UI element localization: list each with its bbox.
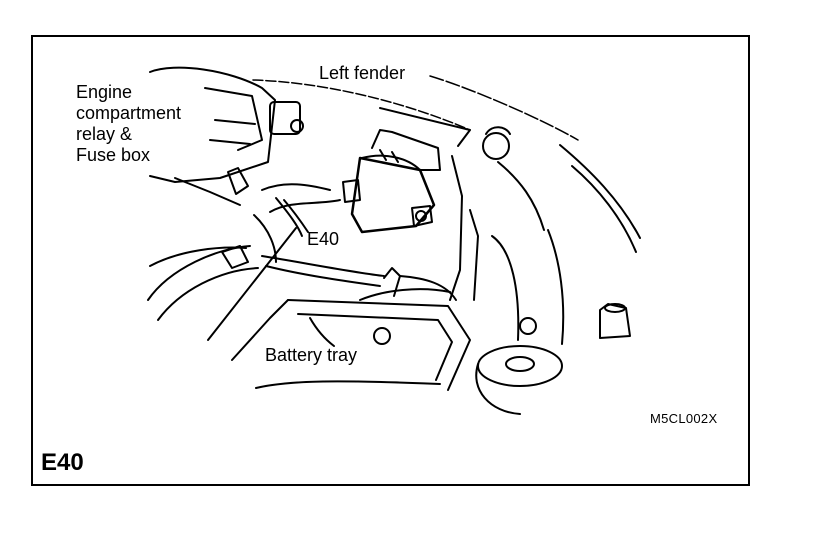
battery-cable-drawing xyxy=(261,255,457,301)
label-battery-tray: Battery tray xyxy=(265,345,358,365)
fender-edge-drawing xyxy=(252,75,579,147)
label-e40-connector: E40 xyxy=(307,229,340,249)
left-structure-drawing xyxy=(147,245,259,321)
right-structure-drawing xyxy=(449,126,641,345)
leader-fuse-box xyxy=(207,227,297,341)
wiring-harness-drawing xyxy=(253,183,341,263)
label-relay-fuse-box: Engine compartment relay & Fuse box xyxy=(76,82,181,166)
strut-tower-drawing xyxy=(475,345,563,415)
component-code: E40 xyxy=(41,449,84,476)
e40-relay-drawing xyxy=(342,129,441,234)
label-relay-fuse-box-line2: compartment xyxy=(76,103,182,123)
label-left-fender: Left fender xyxy=(319,63,406,83)
label-relay-fuse-box-line1: Engine xyxy=(76,82,133,102)
fuse-box-drawing xyxy=(149,66,304,206)
label-relay-fuse-box-line3: relay & xyxy=(76,124,133,144)
label-relay-fuse-box-line4: Fuse box xyxy=(76,145,151,165)
battery-tray-drawing xyxy=(231,267,471,391)
figure-code: M5CL002X xyxy=(650,411,718,426)
